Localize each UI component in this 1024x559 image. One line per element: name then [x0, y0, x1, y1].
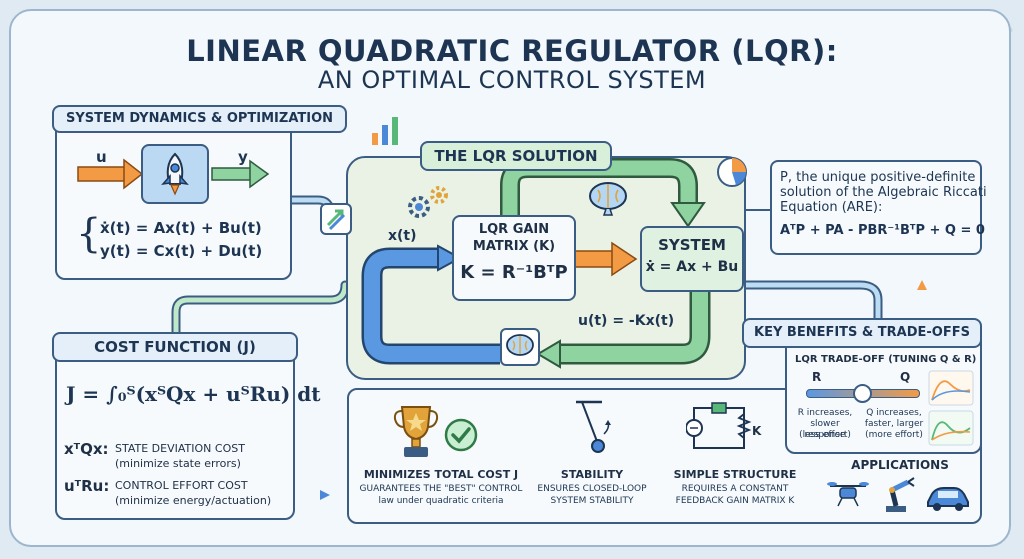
decorative-triangle-orange-icon: [917, 280, 927, 290]
lqr-solution-header: THE LQR SOLUTION: [420, 141, 612, 171]
effort-cost-symbol: uᵀRu:: [64, 477, 110, 495]
benefit-1-line-2: law under quadratic criteria: [378, 496, 504, 506]
tuning-slider-thumb[interactable]: [853, 384, 872, 403]
pendulum-icon: [576, 400, 611, 453]
rocket-icon: [161, 152, 189, 196]
cost-function-panel: [55, 332, 295, 520]
slider-label-r: R: [812, 370, 822, 384]
cost-function-header: COST FUNCTION (J): [52, 332, 298, 362]
effort-cost-text: CONTROL EFFORT COST: [115, 479, 248, 492]
brain-icon: [589, 182, 627, 216]
drone-icon: [827, 482, 869, 507]
robot-arm-icon: [886, 477, 915, 512]
benefit-3-title: SIMPLE STRUCTURE: [673, 468, 797, 481]
effort-cost-note: (minimize energy/actuation): [115, 494, 272, 507]
state-feedback-label: x(t): [388, 228, 417, 244]
output-label-y: y: [238, 148, 248, 166]
benefit-2-line-2: SYSTEM STABILITY: [550, 496, 634, 506]
gain-title-1: LQR GAIN: [478, 222, 550, 237]
r-note-1: R increases,: [797, 408, 853, 418]
state-cost-text: STATE DEVIATION COST: [115, 442, 245, 455]
trophy-icon: [393, 406, 439, 457]
benefit-1-title: MINIMIZES TOTAL COST J: [363, 468, 519, 481]
state-cost-note: (minimize state errors): [115, 457, 241, 470]
circuit-label-k: K: [752, 424, 762, 438]
benefits-panel: [347, 388, 982, 524]
tradeoff-title: LQR TRADE-OFF (TUNING Q & R): [795, 354, 977, 365]
riccati-panel: [770, 160, 982, 255]
system-box: [640, 226, 744, 292]
q-note-1: Q increases,: [866, 408, 922, 418]
main-title: LINEAR QUADRATIC REGULATOR (LQR):: [186, 34, 838, 68]
checkmark-icon: [444, 418, 478, 452]
main-subtitle: AN OPTIMAL CONTROL SYSTEM: [317, 66, 707, 94]
benefit-3-line-1: REQUIRES A CONSTANT: [681, 484, 789, 494]
riccati-equation: AᵀP + PA - PBR⁻¹BᵀP + Q = 0: [780, 223, 985, 238]
system-formula: ẋ = Ax + Bu: [645, 259, 739, 275]
input-label-u: u: [96, 148, 107, 166]
benefit-1-line-1: GUARANTEES THE "BEST" CONTROL: [359, 484, 523, 494]
gain-title-2: MATRIX (K): [472, 239, 556, 254]
q-note-3: (more effort): [865, 430, 923, 440]
riccati-line-2: solution of the Algebraic Riccati: [780, 185, 987, 200]
benefits-header: KEY BENEFITS & TRADE-OFFS: [742, 318, 982, 348]
system-title: SYSTEM: [658, 236, 726, 254]
slider-label-q: Q: [900, 370, 911, 384]
pie-chart-icon: [717, 157, 747, 187]
car-icon: [927, 487, 969, 511]
state-equation: ẋ(t) = Ax(t) + Bu(t): [100, 219, 262, 237]
gain-formula: K = R⁻¹BᵀP: [460, 262, 568, 283]
gain-matrix-box: [452, 215, 576, 301]
riccati-line-3: Equation (ARE):: [780, 200, 883, 215]
gears-icon: [408, 186, 448, 218]
cost-formula: J = ∫₀ᵀ(xᵀQx + uᵀRu) dt: [66, 382, 321, 406]
benefit-3-line-2: FEEDBACK GAIN MATRIX K: [675, 496, 795, 506]
r-note-2: slower response: [804, 419, 846, 440]
output-equation: y(t) = Cx(t) + Du(t): [100, 242, 263, 260]
r-note-3: (less effort): [799, 430, 851, 440]
applications-title: APPLICATIONS: [851, 458, 949, 472]
feedback-brain-icon: [506, 334, 534, 356]
circuit-icon: [686, 402, 752, 449]
response-curves-icon: [928, 370, 974, 446]
equation-brace: {: [76, 211, 102, 257]
decorative-triangle-icon: [320, 490, 330, 500]
exchange-arrows-icon: [320, 203, 352, 235]
bar-chart-icon: [372, 117, 398, 145]
benefit-2-line-1: ENSURES CLOSED-LOOP: [537, 484, 647, 494]
state-cost-symbol: xᵀQx:: [64, 440, 109, 458]
q-note-2: faster, larger: [864, 419, 924, 429]
benefit-2-title: STABILITY: [560, 468, 624, 481]
control-law: u(t) = -Kx(t): [578, 313, 675, 329]
riccati-line-1: P, the unique positive-definite: [780, 170, 976, 185]
system-dynamics-header: SYSTEM DYNAMICS & OPTIMIZATION: [52, 105, 347, 133]
